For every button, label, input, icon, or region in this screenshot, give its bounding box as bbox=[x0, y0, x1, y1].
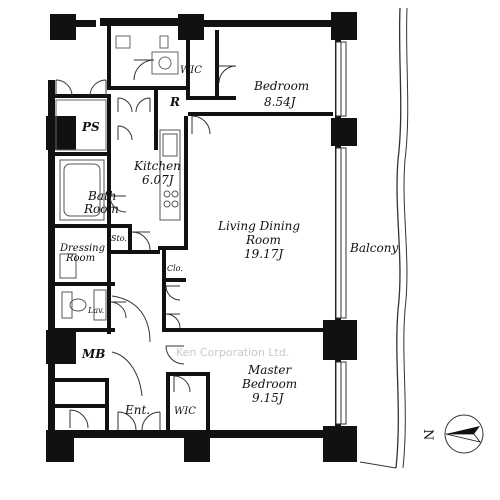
washer bbox=[59, 253, 77, 279]
kitchen-fixtures bbox=[159, 129, 181, 221]
compass-arrow-light bbox=[445, 433, 481, 443]
label-living-size: 19.17J bbox=[244, 247, 284, 261]
columns bbox=[46, 12, 357, 462]
label-bedroom: Bedroom bbox=[253, 79, 309, 93]
label-wic-bottom: WIC bbox=[174, 406, 196, 417]
window-frames bbox=[335, 41, 347, 425]
label-living-2: Room bbox=[245, 233, 281, 247]
label-lav: Lav. bbox=[87, 306, 104, 315]
label-kitchen-size: 6.07J bbox=[142, 173, 175, 187]
balcony-edge bbox=[395, 7, 402, 469]
label-bath-2: Room bbox=[83, 202, 119, 216]
compass-letter: N bbox=[420, 429, 435, 440]
toilet bbox=[61, 289, 107, 321]
north-compass: N bbox=[420, 414, 484, 454]
label-dressing-1: Dressing bbox=[59, 243, 105, 254]
label-bath-1: Bath bbox=[87, 189, 117, 203]
balcony-bottom-edge bbox=[359, 461, 397, 469]
label-kitchen: Kitchen bbox=[133, 159, 181, 173]
balcony-edge-inner bbox=[402, 7, 409, 469]
utility-fixtures bbox=[115, 35, 179, 75]
label-entrance: Ent. bbox=[124, 403, 150, 417]
label-bedroom-size: 8.54J bbox=[264, 95, 297, 109]
label-balcony: Balcony bbox=[349, 241, 398, 255]
label-master-1: Master bbox=[247, 363, 293, 377]
label-sto: Sto. bbox=[111, 234, 127, 243]
label-living-1: Living Dining bbox=[217, 219, 300, 233]
ps-shaft bbox=[55, 99, 107, 151]
bathtub bbox=[59, 159, 105, 221]
door-swings bbox=[55, 59, 237, 431]
label-dressing-2: Room bbox=[65, 253, 95, 264]
label-wic-top: WIC bbox=[180, 65, 202, 76]
label-clo: Clo. bbox=[167, 264, 183, 273]
label-mb: MB bbox=[81, 347, 105, 361]
label-r: R bbox=[169, 95, 180, 109]
compass-ring bbox=[444, 414, 484, 454]
label-master-2: Bedroom bbox=[241, 377, 297, 391]
label-master-size: 9.15J bbox=[252, 391, 285, 405]
interior-walls bbox=[55, 20, 333, 434]
label-ps: PS bbox=[81, 120, 100, 134]
watermark: Ken Corporation Ltd. bbox=[176, 346, 289, 359]
